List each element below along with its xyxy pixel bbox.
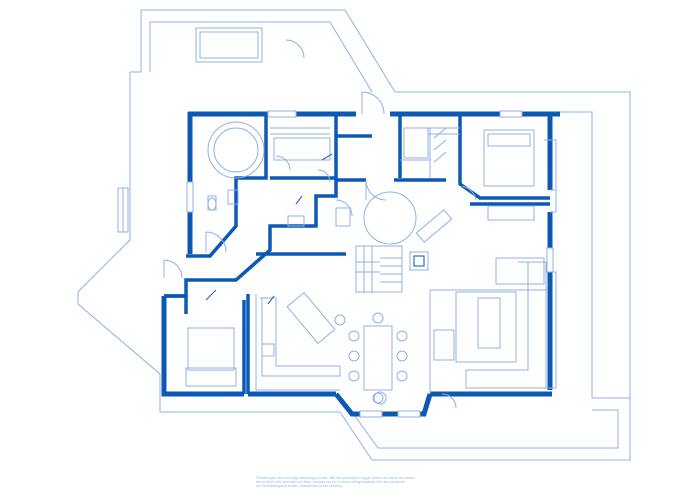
kitchen-island xyxy=(286,291,336,345)
corner-sofa xyxy=(465,261,547,389)
north-deck-outline xyxy=(77,9,631,413)
entry-door xyxy=(361,91,385,115)
stair-hall-wall xyxy=(164,176,338,298)
bath-wall xyxy=(186,114,268,258)
hall-closet xyxy=(273,137,331,161)
dining-chairs xyxy=(334,312,408,404)
closet-door xyxy=(275,155,291,171)
window-south-1 xyxy=(359,410,383,418)
west-deck-outline xyxy=(130,10,373,93)
hall-sink xyxy=(287,215,305,227)
terrace-door xyxy=(163,259,183,279)
terrace-outlines xyxy=(77,9,631,461)
fireplace xyxy=(409,251,429,271)
living-divider-wall xyxy=(246,252,346,394)
round-hall-table xyxy=(363,191,417,245)
wc-toilet xyxy=(335,207,351,227)
footnote-line-2: beroende på vald husmodell och tillval. … xyxy=(256,480,405,484)
round-bathtub xyxy=(207,121,265,179)
bath-sink xyxy=(227,189,239,205)
fixture-accents xyxy=(205,153,425,305)
stove xyxy=(261,343,275,357)
bath-door xyxy=(335,199,353,217)
kitchen-counter xyxy=(260,297,341,377)
bedroom-door xyxy=(461,185,477,201)
interior-walls xyxy=(164,114,550,394)
hall-door xyxy=(365,179,387,201)
window-west-1 xyxy=(186,181,194,213)
door-swings xyxy=(163,91,477,409)
wardrobe xyxy=(487,205,535,221)
window-north-2 xyxy=(499,110,523,118)
furniture xyxy=(185,121,547,405)
outdoor-tub xyxy=(195,27,263,63)
exterior-walls xyxy=(161,111,560,417)
dining-table xyxy=(363,325,393,391)
tub-door-arc xyxy=(285,39,305,59)
west-angled-wall xyxy=(161,296,244,397)
staircase xyxy=(355,245,403,293)
living-rug xyxy=(455,291,517,363)
coffee-table xyxy=(477,297,501,349)
master-bed xyxy=(483,129,535,187)
armchair xyxy=(433,329,455,361)
guest-bed xyxy=(187,327,235,371)
entry-bench xyxy=(415,209,453,243)
window-north-1 xyxy=(267,110,297,118)
windows xyxy=(186,110,554,418)
wc-door xyxy=(205,231,227,253)
footnote-line-3: och förutsättningar på tomten. Illustrat… xyxy=(256,484,343,488)
closet-2 xyxy=(403,127,429,159)
disclaimer-footnote: Planlösningen visar en möjlig utformning… xyxy=(256,476,516,488)
bedroom-east-wall xyxy=(458,114,550,206)
outdoor-tub-inner xyxy=(199,31,259,59)
south-deck-outline xyxy=(339,398,631,461)
footnote-line-1: Planlösningen visar en möjlig utformning… xyxy=(256,476,415,480)
sofa-back xyxy=(495,257,545,285)
bedroom2-wall xyxy=(164,294,246,394)
bay-window-wall xyxy=(334,392,433,417)
closet-walls xyxy=(334,114,402,178)
window-south-2 xyxy=(397,410,421,418)
kitchen-door xyxy=(317,169,331,183)
south-door xyxy=(441,393,457,409)
window-east-1 xyxy=(546,247,554,273)
thin-partitions xyxy=(255,127,557,394)
round-bathtub-inner xyxy=(213,127,259,173)
